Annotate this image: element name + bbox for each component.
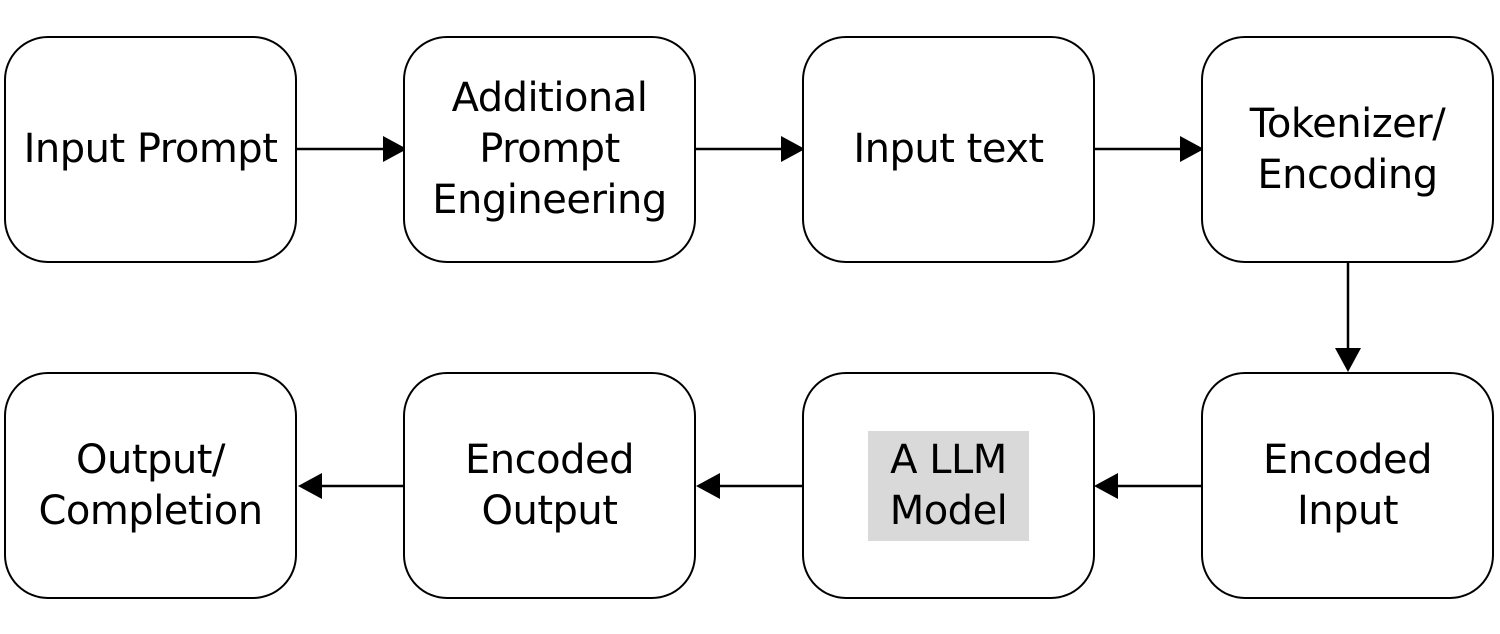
arrowhead-down-icon bbox=[1335, 348, 1361, 372]
arrowhead-right-icon bbox=[781, 136, 805, 162]
node-label: Input text bbox=[853, 126, 1044, 172]
node-label: Encoded Input bbox=[1263, 436, 1432, 534]
node-label: Encoded Output bbox=[465, 436, 634, 534]
edge-additional-prompt-engineering-to-input-text bbox=[696, 136, 805, 162]
node-additional-prompt-engineering: Additional Prompt Engineering bbox=[403, 36, 696, 263]
node-label: Output/ Completion bbox=[38, 436, 263, 534]
edge-tokenizer-encoding-to-encoded-input bbox=[1335, 263, 1361, 372]
edge-llm-model-to-encoded-output bbox=[696, 473, 802, 499]
node-input-text: Input text bbox=[802, 36, 1095, 263]
node-encoded-input: Encoded Input bbox=[1201, 372, 1494, 599]
edge-input-text-to-tokenizer-encoding bbox=[1093, 136, 1204, 162]
node-label-highlighted: A LLM Model bbox=[867, 430, 1030, 541]
arrowhead-right-icon bbox=[383, 136, 407, 162]
arrowhead-left-icon bbox=[1094, 473, 1118, 499]
node-label: Input Prompt bbox=[23, 126, 278, 172]
edge-encoded-input-to-llm-model bbox=[1094, 473, 1201, 499]
node-label: Additional Prompt Engineering bbox=[432, 75, 667, 223]
node-output-completion: Output/ Completion bbox=[4, 372, 297, 599]
arrowhead-right-icon bbox=[1180, 136, 1204, 162]
arrowhead-left-icon bbox=[696, 473, 720, 499]
node-input-prompt: Input Prompt bbox=[4, 36, 297, 263]
edge-input-prompt-to-additional-prompt-engineering bbox=[297, 136, 407, 162]
arrowhead-left-icon bbox=[298, 473, 322, 499]
edge-encoded-output-to-output-completion bbox=[298, 473, 408, 499]
node-llm-model: A LLM Model bbox=[802, 372, 1095, 599]
node-encoded-output: Encoded Output bbox=[403, 372, 696, 599]
node-tokenizer-encoding: Tokenizer/ Encoding bbox=[1201, 36, 1494, 263]
node-label: Tokenizer/ Encoding bbox=[1249, 100, 1446, 198]
